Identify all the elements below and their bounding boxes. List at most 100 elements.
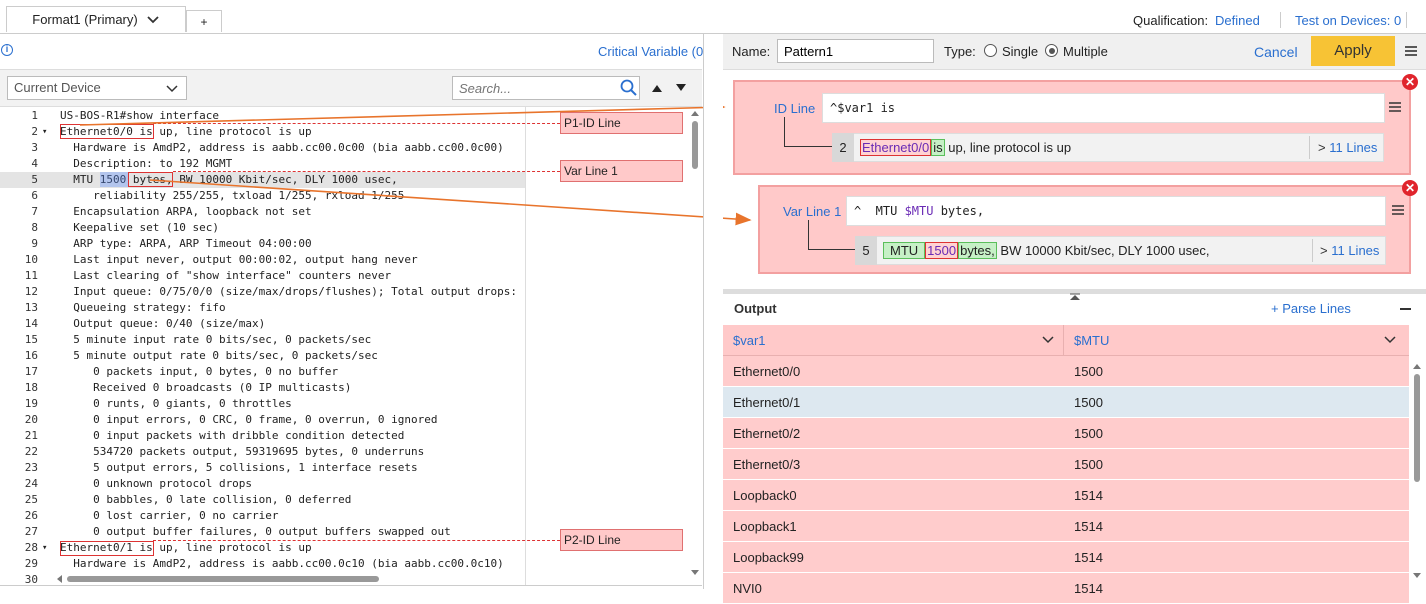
tab-label: Format1 (Primary) — [32, 12, 137, 27]
line-number: 7 — [0, 204, 38, 220]
token-highlight-ethernet01 — [60, 541, 154, 556]
id-line-label: ID Line — [774, 101, 815, 116]
line-text: US-BOS-R1#show interface — [60, 108, 219, 124]
id-line-remove-icon[interactable]: ✕ — [1402, 74, 1418, 90]
output-row[interactable]: Loopback01514 — [723, 480, 1409, 511]
id-token-is[interactable]: is — [931, 139, 944, 156]
cell-mtu: 1500 — [1074, 387, 1103, 418]
var-pattern-post: bytes, — [933, 204, 984, 218]
previous-match-icon[interactable] — [651, 83, 663, 93]
var-token-value[interactable]: 1500 — [925, 242, 958, 259]
output-row[interactable]: Ethernet0/31500 — [723, 449, 1409, 480]
chevron-down-icon[interactable] — [1042, 336, 1054, 344]
id-token-var1[interactable]: Ethernet0/0 — [860, 139, 931, 156]
output-row[interactable]: Loopback991514 — [723, 542, 1409, 573]
vertical-scroll-thumb[interactable] — [692, 121, 698, 169]
fold-caret-icon[interactable]: ▾ — [42, 124, 47, 140]
token-highlight-bytes — [128, 172, 173, 187]
fold-caret-icon[interactable]: ▾ — [42, 540, 47, 556]
line-number: 28 — [0, 540, 38, 556]
code-line: 23 5 output errors, 5 collisions, 1 inte… — [0, 460, 525, 476]
id-line-menu-icon[interactable] — [1389, 101, 1401, 113]
cell-var1: Ethernet0/2 — [733, 418, 800, 449]
line-number: 25 — [0, 492, 38, 508]
cell-var1: Loopback99 — [733, 542, 804, 573]
line-number: 26 — [0, 508, 38, 524]
pattern-name-input[interactable] — [777, 39, 934, 63]
output-row[interactable]: Ethernet0/11500 — [723, 387, 1409, 418]
code-line: 13 Queueing strategy: fifo — [0, 300, 525, 316]
line-number: 29 — [0, 556, 38, 572]
code-line: 21 0 input packets with dribble conditio… — [0, 428, 525, 444]
menu-icon[interactable] — [1404, 44, 1418, 58]
line-text: Queueing strategy: fifo — [60, 300, 226, 316]
tab-format1-primary[interactable]: Format1 (Primary) — [6, 6, 186, 32]
apply-button[interactable]: Apply — [1311, 36, 1395, 66]
code-line: 11 Last clearing of "show interface" cou… — [0, 268, 525, 284]
line-text: Keepalive set (10 sec) — [60, 220, 219, 236]
id-line-sample-text: Ethernet0/0is up, line protocol is up — [860, 140, 1071, 155]
output-scroll-thumb[interactable] — [1414, 374, 1420, 482]
horizontal-scrollbar[interactable] — [55, 574, 525, 584]
search-icon[interactable] — [620, 79, 638, 97]
chevron-right-icon: > — [1320, 243, 1331, 258]
var-line-more-link[interactable]: > 11 Lines — [1320, 243, 1379, 258]
column-header-mtu[interactable]: $MTU — [1074, 333, 1109, 348]
line-number: 27 — [0, 524, 38, 540]
code-line: 27 0 output buffer failures, 0 output bu… — [0, 524, 525, 540]
info-icon[interactable]: i — [1, 44, 13, 56]
type-single-radio[interactable] — [984, 44, 997, 57]
parse-lines-button[interactable]: + Parse Lines — [1271, 301, 1351, 316]
annotation-var-line-1[interactable]: Var Line 1 — [560, 160, 683, 182]
id-line-more-link[interactable]: > 11 Lines — [1318, 140, 1377, 155]
var-token-mtu[interactable]: MTU — [883, 242, 925, 259]
collapse-up-icon[interactable] — [1069, 293, 1081, 302]
line-text: 0 babbles, 0 late collision, 0 deferred — [60, 492, 351, 508]
output-scrollbar[interactable] — [1412, 358, 1424, 586]
type-multiple-label[interactable]: Multiple — [1063, 44, 1108, 59]
output-row[interactable]: Ethernet0/21500 — [723, 418, 1409, 449]
type-multiple-radio[interactable] — [1045, 44, 1058, 57]
search-input[interactable] — [452, 76, 640, 100]
id-line-pattern-input[interactable]: ^$var1 is — [822, 93, 1385, 123]
scroll-up-icon — [1412, 362, 1422, 370]
line-text: ARP type: ARPA, ARP Timeout 04:00:00 — [60, 236, 312, 252]
line-number: 10 — [0, 252, 38, 268]
type-single-label[interactable]: Single — [1002, 44, 1038, 59]
type-label: Type: — [944, 44, 976, 59]
code-line: 14 Output queue: 0/40 (size/max) — [0, 316, 525, 332]
minimize-icon[interactable] — [1400, 308, 1411, 310]
code-line: 1US-BOS-R1#show interface — [0, 108, 525, 124]
cell-mtu: 1500 — [1074, 449, 1103, 480]
code-line: 7 Encapsulation ARPA, loopback not set — [0, 204, 525, 220]
chevron-down-icon[interactable] — [1384, 336, 1396, 344]
line-text: reliability 255/255, txload 1/255, rxloa… — [60, 188, 404, 204]
device-select[interactable]: Current Device — [7, 76, 187, 100]
pane-divider[interactable] — [703, 34, 723, 589]
output-row[interactable]: Ethernet0/0 1500 — [723, 356, 1409, 387]
add-tab-button[interactable]: + — [186, 10, 222, 32]
qualification-value-link[interactable]: Defined — [1215, 13, 1260, 28]
var-token-bytes[interactable]: bytes, — [958, 242, 997, 259]
cancel-button[interactable]: Cancel — [1254, 44, 1298, 60]
output-row[interactable]: Loopback11514 — [723, 511, 1409, 542]
annotation-p2-id-line[interactable]: P2-ID Line — [560, 529, 683, 551]
critical-variable-link[interactable]: Critical Variable (0) — [598, 44, 708, 59]
cell-mtu: 1500 — [1074, 356, 1103, 387]
annotation-p1-id-line[interactable]: P1-ID Line — [560, 112, 683, 134]
var-line-remove-icon[interactable]: ✕ — [1402, 180, 1418, 196]
var-line-pattern-input[interactable]: ^ MTU $MTU bytes, — [846, 196, 1386, 226]
id-line-tree-connector — [784, 117, 832, 147]
line-number: 16 — [0, 348, 38, 364]
test-on-devices-link[interactable]: Test on Devices: 0 — [1295, 13, 1401, 28]
next-match-icon[interactable] — [675, 83, 687, 93]
column-header-var1[interactable]: $var1 — [733, 333, 766, 348]
code-line: 17 0 packets input, 0 bytes, 0 no buffer — [0, 364, 525, 380]
code-line: 4 Description: to 192 MGMT — [0, 156, 525, 172]
horizontal-scroll-thumb[interactable] — [67, 576, 379, 582]
cell-var1: Ethernet0/0 — [733, 356, 800, 387]
scroll-down-icon — [690, 569, 700, 577]
var-line-menu-icon[interactable] — [1392, 204, 1404, 216]
vertical-scrollbar[interactable] — [690, 107, 700, 577]
line-number: 21 — [0, 428, 38, 444]
